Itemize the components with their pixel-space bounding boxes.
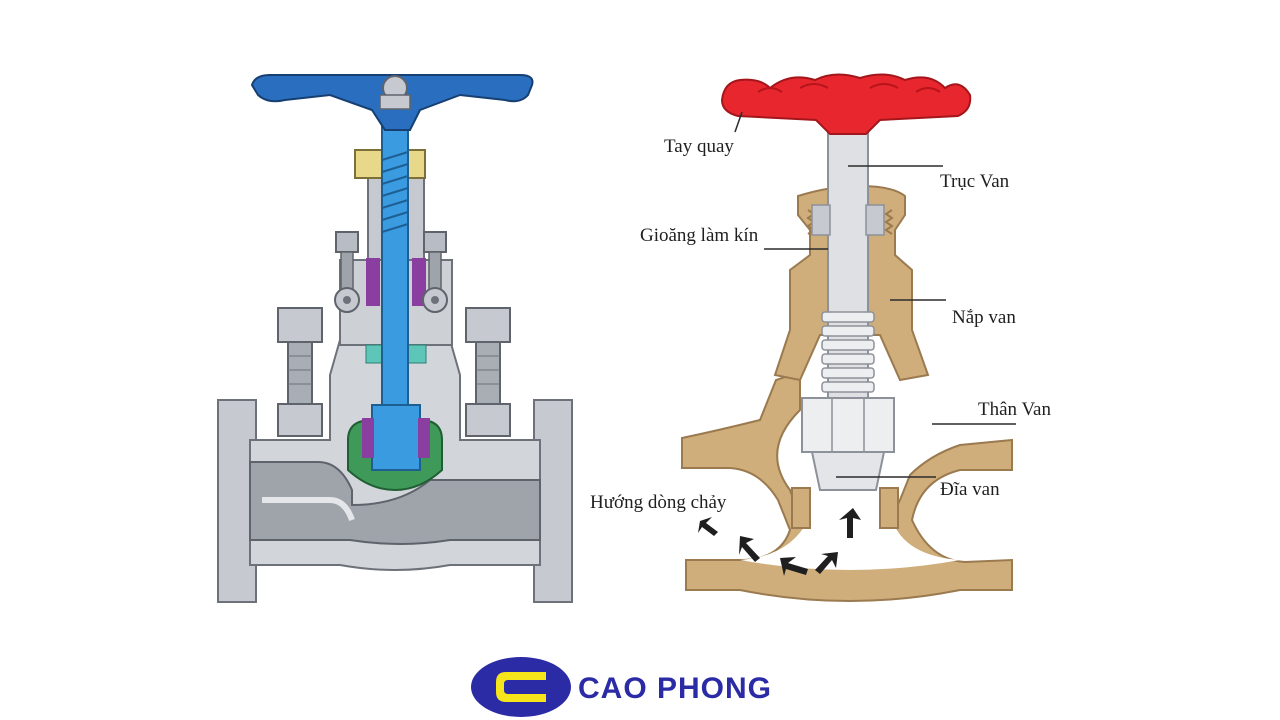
label-body: Thân Van [978,399,1051,420]
label-stem: Trục Van [940,171,1010,192]
valve-disc [371,404,421,471]
flow-passage [249,461,541,545]
label-gasket: Gioăng làm kín [640,225,759,246]
eye-bolt-right [422,231,448,313]
flow-arrow-5 [839,508,861,538]
brass-seat-left [791,487,811,529]
leader-handwheel [734,111,743,133]
logo-wordmark: CAO PHONG [578,672,772,705]
flow-arrow-1 [698,517,718,536]
logo-c-icon [496,672,546,702]
leader-lines [734,111,1016,478]
stem-nut [379,94,411,110]
flow-arrow-4 [815,552,838,574]
handwheel-red [720,73,972,135]
label-handwheel: Tay quay [664,136,734,157]
logo-emblem [471,657,571,717]
label-disc: Đĩa van [940,479,1000,500]
body-bolt-left [277,307,323,437]
brass-valve-section [681,73,1013,602]
flow-arrows [698,508,861,576]
brass-disc-nut [801,397,895,453]
stem-coil [821,311,875,393]
eye-bolt-left [334,231,360,313]
steel-valve-cutaway [217,74,573,603]
brand-logo: CAO PHONG [471,657,772,717]
valve-stem [381,91,409,423]
label-flow: Hướng dòng chảy [590,492,727,513]
flow-arrow-2 [739,536,760,562]
label-bonnet: Nắp van [952,307,1016,328]
body-bolt-right [465,307,511,437]
stem-thread [381,151,409,233]
brass-seat-right [879,487,899,529]
brass-disc [810,451,886,491]
packing [366,258,380,306]
flow-arrow-3 [780,557,808,576]
